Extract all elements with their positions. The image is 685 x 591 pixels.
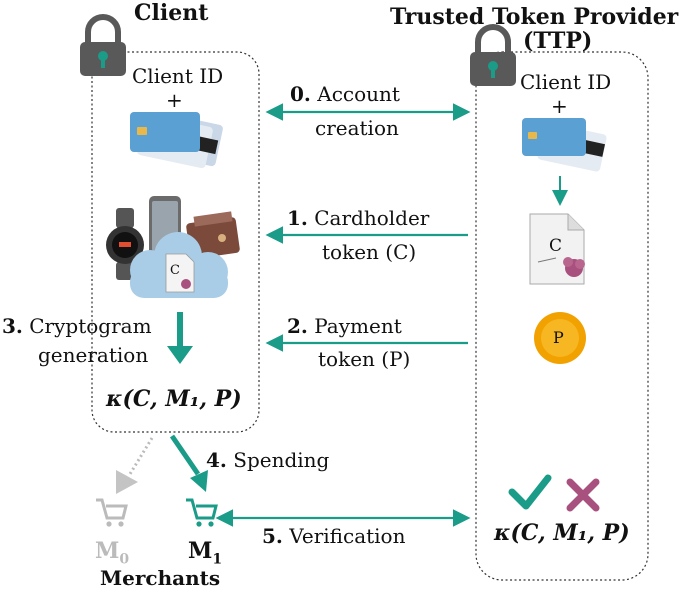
step-3-label-line2: generation xyxy=(38,343,149,367)
merchants-title: Merchants xyxy=(100,566,221,590)
merchant-m1-label: M1 xyxy=(188,538,223,568)
ttp-box xyxy=(475,51,649,581)
cloud-token-letter: C xyxy=(170,263,180,278)
step-5-label: 5. Verification xyxy=(262,524,406,548)
plus-sign: + xyxy=(166,88,183,112)
credit-card-icon xyxy=(130,111,223,169)
arrow-spending-head xyxy=(190,470,208,492)
step-2-label-line2: token (P) xyxy=(318,347,411,371)
client-id-label: Client ID xyxy=(132,64,224,88)
merchant-m0-label: M0 xyxy=(95,538,130,568)
ttp-cryptogram: κ(C, M₁, P) xyxy=(494,520,630,546)
arrow-spending xyxy=(169,434,201,476)
lock-icon xyxy=(470,24,516,86)
certificate-letter: C xyxy=(549,236,563,256)
step-3-label: 3. Cryptogram xyxy=(2,314,152,338)
step-1-label: 1. Cardholder xyxy=(287,206,430,230)
ttp-header-line2: (TTP) xyxy=(523,28,593,54)
ttp-header-line1: Trusted Token Provider xyxy=(390,4,679,30)
lock-icon xyxy=(80,14,126,76)
client-header: Client xyxy=(134,0,209,26)
arrow-grey-dotted xyxy=(128,437,154,475)
certificate-icon xyxy=(529,213,585,285)
cart-icon xyxy=(96,498,128,527)
credit-card-icon xyxy=(522,118,607,172)
coin-icon xyxy=(534,312,586,364)
step-0-label-line2: creation xyxy=(315,116,399,140)
ttp-client-id-label: Client ID xyxy=(520,70,612,94)
ttp-plus-sign: + xyxy=(551,94,568,118)
checkmark-icon xyxy=(508,474,552,510)
arrow-cryptogram-head xyxy=(167,346,193,364)
step-1-label-line2: token (C) xyxy=(322,240,417,264)
cart-icon xyxy=(186,498,218,527)
arrow-grey-head xyxy=(116,470,138,494)
client-box xyxy=(91,51,260,433)
smartwatch-icon xyxy=(106,208,144,280)
step-4-label: 4. Spending xyxy=(206,448,330,472)
coin-letter: P xyxy=(553,328,564,347)
cross-icon xyxy=(566,478,600,512)
client-cryptogram: κ(C, M₁, P) xyxy=(106,386,242,412)
certificate-icon xyxy=(165,253,195,293)
step-0-label: 0. Account xyxy=(290,82,400,106)
step-2-label: 2. Payment xyxy=(287,314,402,338)
